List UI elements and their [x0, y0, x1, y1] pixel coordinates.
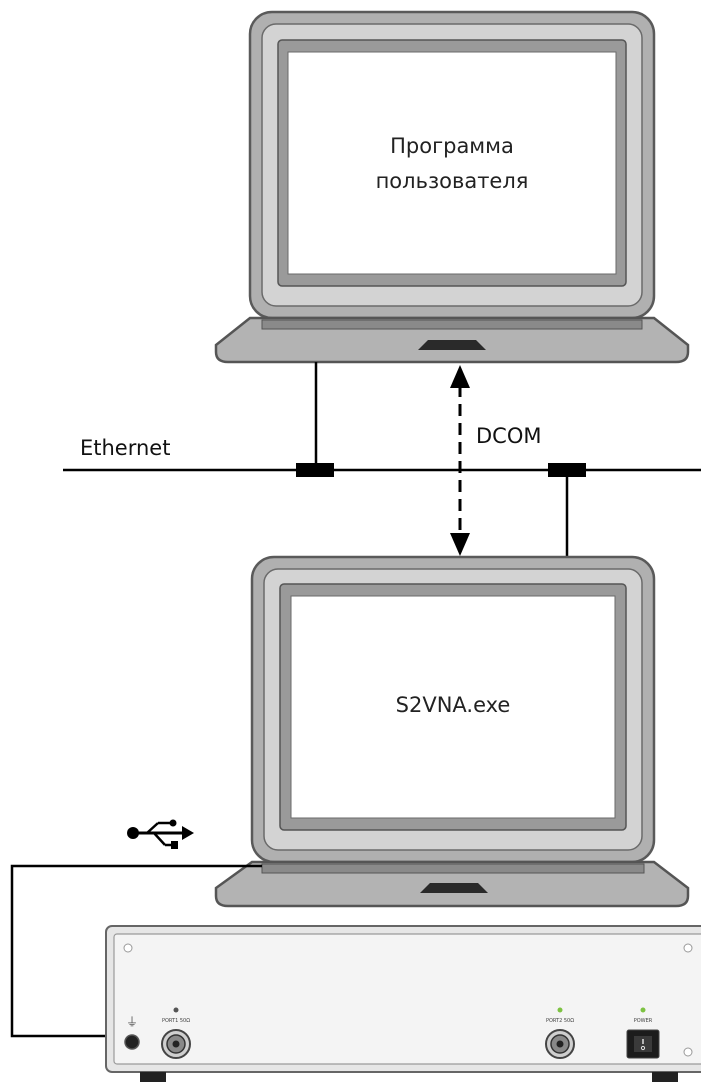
port1-led: [173, 1007, 179, 1013]
dcom-link: DCOM: [450, 365, 541, 556]
bottom-laptop-keyboard-slot: [261, 863, 645, 874]
port2-connector-pin: [556, 1040, 564, 1048]
top-laptop: Программа пользователя: [214, 10, 690, 364]
device-screw-bottom-right: [683, 1047, 693, 1057]
dcom-arrow-down: [450, 533, 470, 556]
top-laptop-screen: [287, 51, 617, 275]
device-front-panel: [113, 933, 701, 1065]
dcom-arrow-up: [450, 365, 470, 388]
port2-led: [557, 1007, 563, 1013]
ethernet-label: Ethernet: [80, 436, 170, 460]
ethernet-network: Ethernet: [63, 362, 701, 560]
usb-cable: [10, 864, 262, 1038]
top-laptop-trackpad-notch: [418, 340, 486, 350]
port2-label: PORT2 50Ω: [546, 1018, 574, 1024]
top-screen-line2: пользователя: [376, 169, 529, 193]
power-led: [640, 1007, 646, 1013]
usb-icon: [127, 819, 194, 849]
bottom-laptop-trackpad-notch: [420, 883, 488, 893]
ground-jack: [124, 1034, 140, 1050]
bottom-laptop-ethernet-tap: [548, 463, 586, 477]
bottom-screen-text: S2VNA.exe: [396, 693, 511, 717]
port1-label: PORT1 50Ω: [162, 1018, 190, 1024]
vna-device: ⏚ PORT1 50Ω PORT2 50Ω POWER: [105, 925, 701, 1082]
device-foot-left: [140, 1072, 166, 1082]
bottom-laptop-screen: [290, 595, 616, 819]
dcom-label: DCOM: [476, 424, 541, 448]
device-foot-right: [652, 1072, 678, 1082]
top-laptop-ethernet-tap: [296, 463, 334, 477]
power-switch-mark-off: [640, 1045, 646, 1051]
device-screw-top-right: [683, 943, 693, 953]
top-laptop-keyboard-slot: [261, 319, 643, 330]
power-label: POWER: [634, 1018, 653, 1024]
device-screw-top-left: [123, 943, 133, 953]
ground-symbol-icon: ⏚: [126, 1015, 138, 1029]
top-screen-line1: Программа: [390, 134, 514, 158]
port1-connector-pin: [172, 1040, 180, 1048]
bottom-laptop: S2VNA.exe: [214, 555, 690, 908]
